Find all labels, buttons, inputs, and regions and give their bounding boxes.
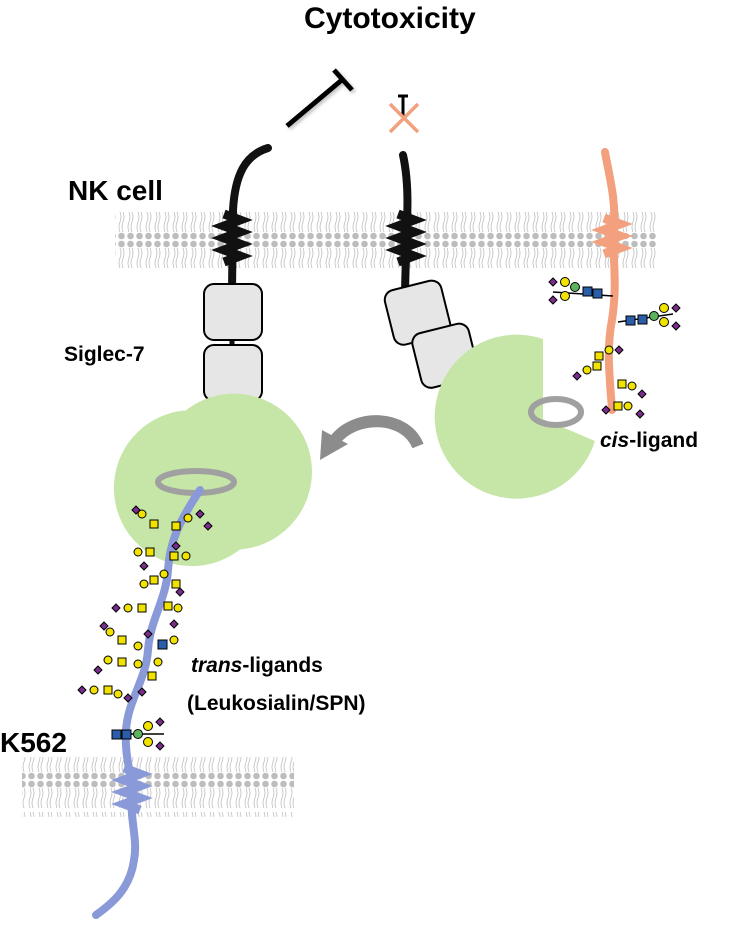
siglec7-label: Siglec-7	[64, 343, 145, 366]
siglec7-receptor-cis	[383, 151, 595, 499]
trans-ligands-prefix: trans	[191, 654, 242, 677]
cis-ligand-prefix: cis	[600, 429, 629, 452]
k562-membrane	[22, 757, 294, 817]
trans-ligands-suffix: -ligands	[242, 654, 323, 677]
ig-domain-2	[203, 344, 263, 402]
ig-domain-1	[203, 283, 263, 341]
nk-cell-membrane	[115, 210, 658, 270]
lectin-pacman-cis	[434, 334, 595, 499]
trans-ligands-identity: (Leukosialin/SPN)	[187, 692, 366, 715]
bound-sialic-ring-cis	[528, 396, 584, 428]
trans-ligand-glycans	[77, 505, 213, 751]
trans-ligands-label: trans-ligands	[191, 654, 323, 677]
cis-ligand-protein	[591, 148, 633, 414]
cross-icon	[388, 102, 420, 134]
k562-label: K562	[0, 727, 67, 758]
cytotoxicity-title: Cytotoxicity	[304, 2, 476, 35]
cis-ligand-glycans	[548, 277, 681, 419]
blocked-inhibition	[388, 94, 420, 134]
trans-ligand-protein	[92, 486, 204, 919]
inhibition-bar	[285, 68, 354, 128]
curved-arrow-icon	[320, 415, 424, 460]
nk-cell-label: NK cell	[68, 175, 163, 206]
siglec7-receptor-trans	[113, 144, 312, 567]
lectin-pacman-trans	[156, 393, 312, 550]
cis-ligand-label: cis-ligand	[600, 429, 698, 452]
cis-ligand-suffix: -ligand	[629, 429, 698, 452]
